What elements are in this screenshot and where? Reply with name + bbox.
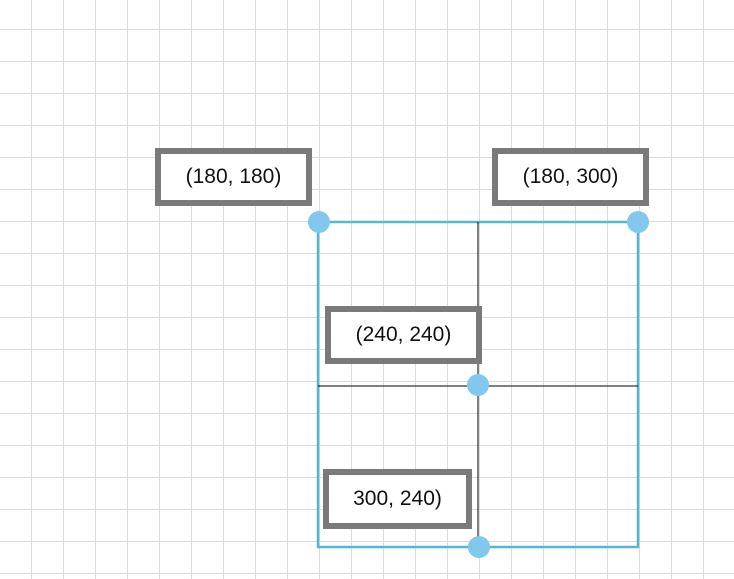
label-top-left: (180, 180) [155, 148, 312, 206]
point-center[interactable] [467, 374, 489, 396]
point-bottom-center[interactable] [468, 536, 490, 558]
point-top-right[interactable] [627, 211, 649, 233]
point-top-left[interactable] [308, 211, 330, 233]
label-center: (240, 240) [325, 306, 482, 364]
label-top-right: (180, 300) [492, 148, 649, 206]
label-bottom-center: 300, 240) [323, 469, 472, 529]
